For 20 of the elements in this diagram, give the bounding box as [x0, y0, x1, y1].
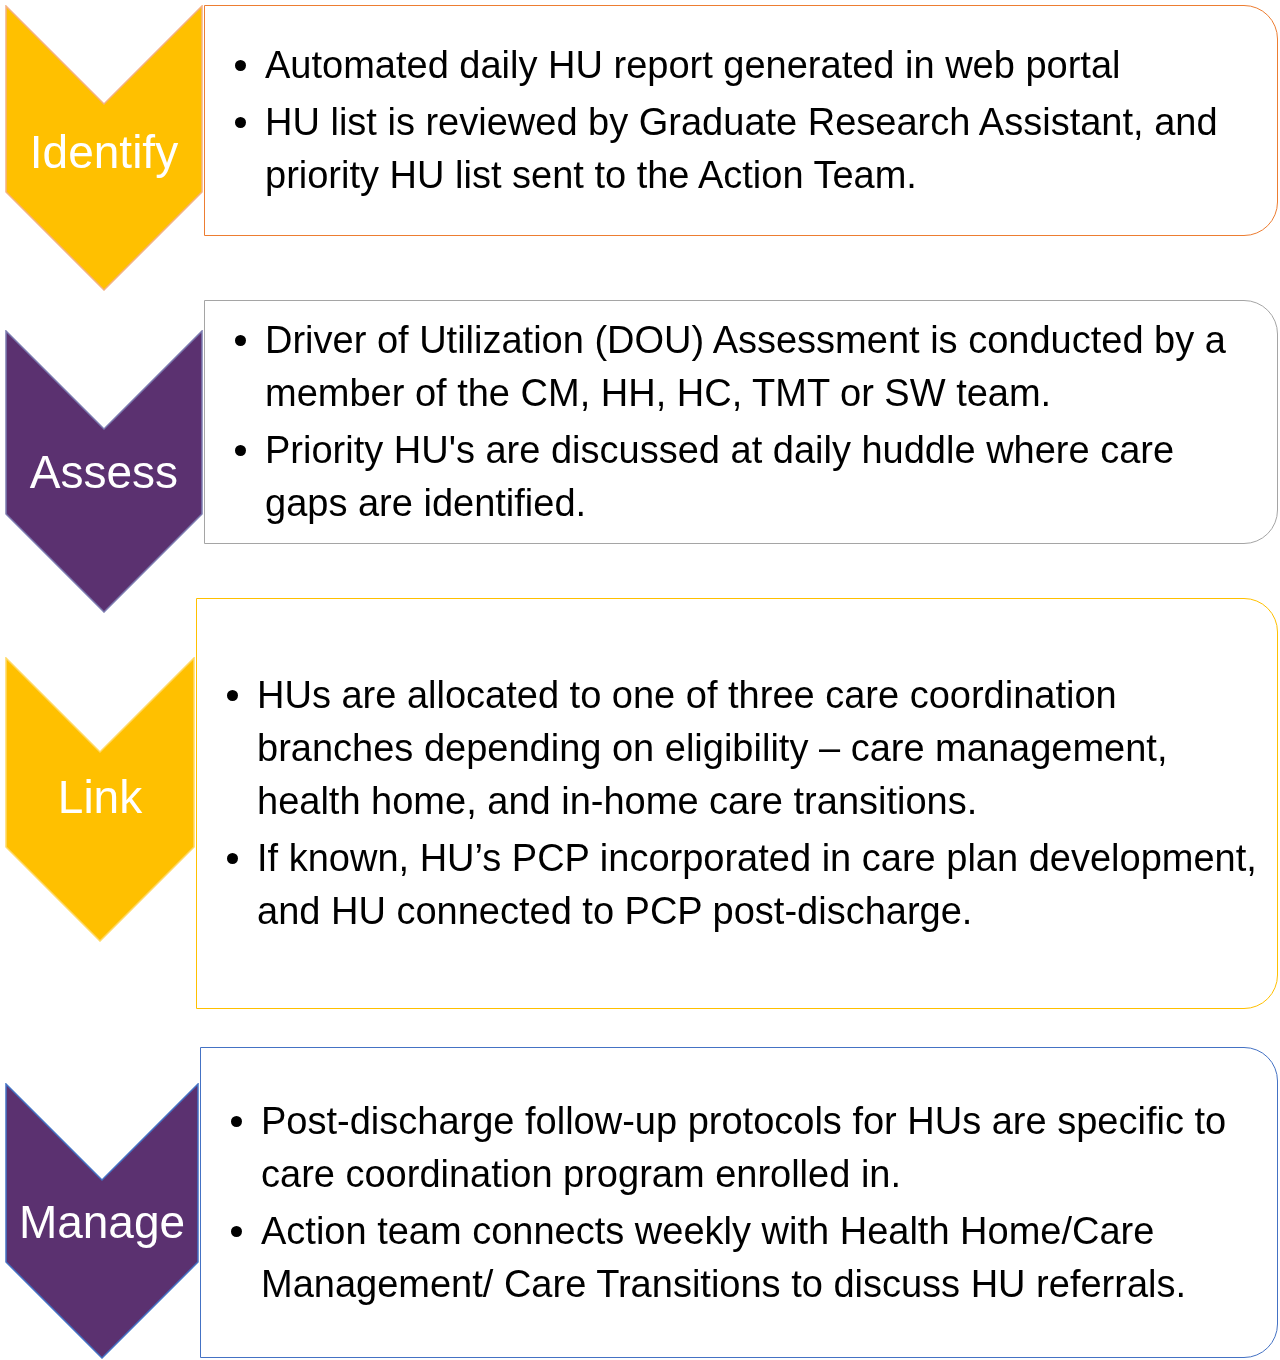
chevron-shape	[5, 1083, 199, 1359]
bullet-text: HU list is reviewed by Graduate Research Assistant, and priority HU list sent to the Action Team.	[265, 100, 1219, 198]
bullet-text: Post-discharge follow-up protocols for HUs are specific to care coordination program enrolled in.	[261, 1098, 1228, 1197]
text-panel	[204, 5, 1278, 236]
step-label: Link	[56, 770, 144, 824]
text-panel	[196, 598, 1278, 1009]
chevron-shape	[5, 5, 203, 291]
bullet-text: Driver of Utilization (DOU) Assessment is conducted by a member of the CM, HH, HC, TMT or SW team.	[265, 318, 1227, 416]
bullet-text: HUs are allocated to one of three care coordination branches depending on eligibility – care management, health home, and in-home care transitions.	[257, 673, 1169, 824]
step-label: Manage	[17, 1195, 187, 1249]
step-label: Identify	[28, 125, 180, 179]
chevron-shape	[5, 657, 195, 942]
text-panel	[204, 300, 1278, 544]
bullet-text: Priority HU's are discussed at daily huddle where care gaps are identified.	[265, 428, 1176, 526]
bullet-text: Automated daily HU report generated in web portal	[265, 43, 1122, 88]
step-label: Assess	[28, 445, 180, 499]
text-panel	[200, 1047, 1278, 1358]
bullet-text: If known, HU’s PCP incorporated in care plan development, and HU connected to PCP post-discharge.	[257, 836, 1258, 934]
bullet-text: Action team connects weekly with Health Home/Care Management/ Care Transitions to discuss HU referrals.	[261, 1208, 1188, 1307]
chevron-shape	[5, 330, 203, 613]
